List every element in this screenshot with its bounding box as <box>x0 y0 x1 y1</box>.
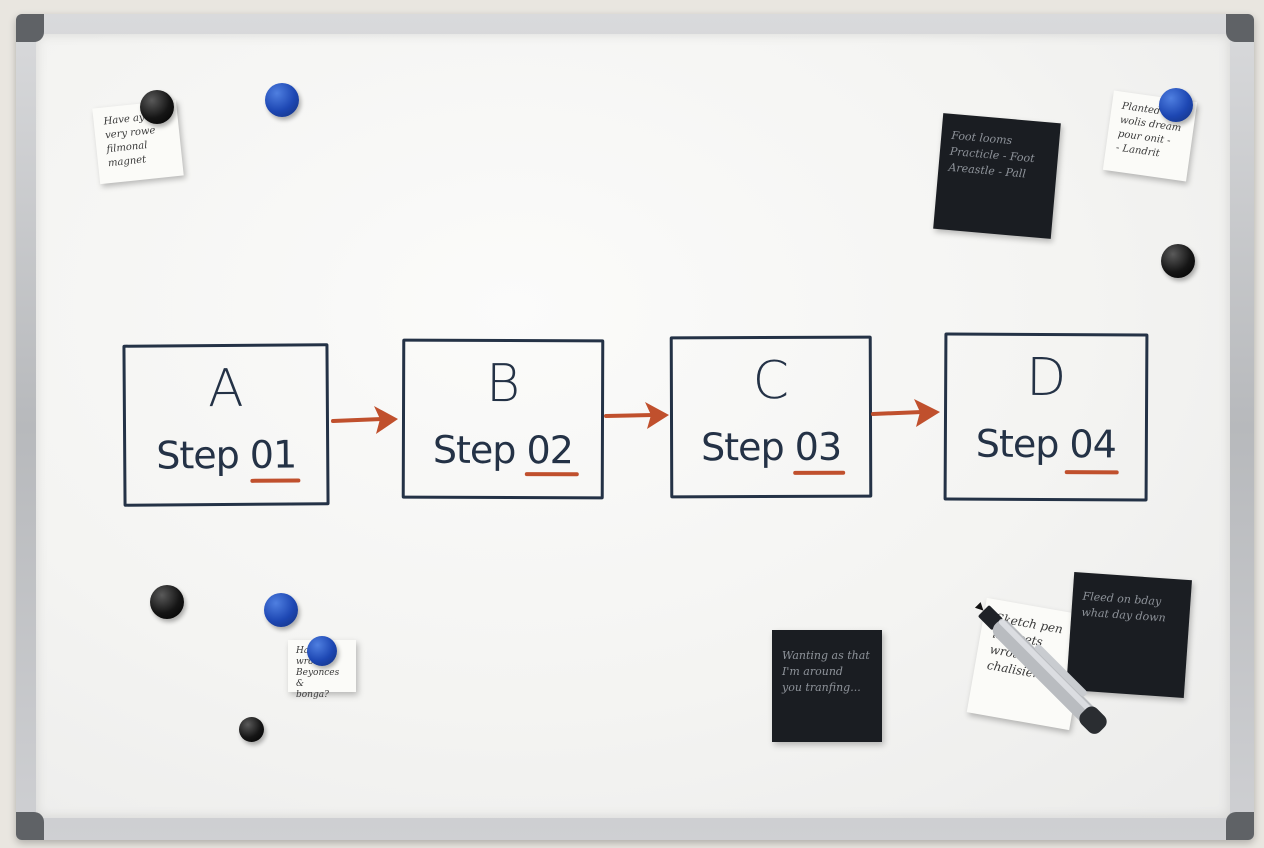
magnet-blue-icon <box>1159 88 1193 122</box>
step-label: Step 04 <box>975 421 1116 467</box>
sticky-note: Hav wrote Beyonces & bonga? <box>288 640 356 700</box>
magnet-blue-icon <box>307 636 337 666</box>
magnet-black-icon <box>150 585 184 619</box>
step-letter: B <box>485 353 521 415</box>
step-label: Step 02 <box>432 427 573 473</box>
step-letter: A <box>207 358 244 420</box>
step-letter: D <box>1026 347 1067 409</box>
frame-corner <box>1226 812 1254 840</box>
step-number-underline <box>793 470 846 475</box>
step-letter: C <box>752 350 790 412</box>
marker-pen-icon <box>974 602 1107 734</box>
step-label: Step 03 <box>701 424 842 470</box>
magnet-blue-icon <box>265 83 299 117</box>
frame-corner <box>16 812 44 840</box>
frame-corner <box>16 14 44 42</box>
frame-corner <box>1226 14 1254 42</box>
step-box-a: A Step 01 <box>122 343 330 507</box>
magnet-black-icon <box>140 90 174 124</box>
step-box-c: C Step 03 <box>669 335 873 499</box>
step-box-d: D Step 04 <box>943 332 1149 502</box>
step-number-underline <box>524 472 579 477</box>
step-number-underline <box>1064 470 1119 475</box>
sticky-note: Foot looms Practicle - Foot Areastle - P… <box>933 113 1061 239</box>
step-number-underline <box>250 478 301 483</box>
step-label: Step 01 <box>156 432 297 478</box>
step-box-b: B Step 02 <box>401 338 605 500</box>
arrow-right-icon <box>604 402 669 429</box>
magnet-blue-icon <box>264 593 298 627</box>
magnet-black-icon <box>239 717 264 742</box>
arrow-right-icon <box>331 406 398 434</box>
magnet-black-icon <box>1161 244 1195 278</box>
sticky-note: Wanting as that I'm around you tranfing.… <box>772 630 882 742</box>
arrow-right-icon <box>871 399 940 427</box>
